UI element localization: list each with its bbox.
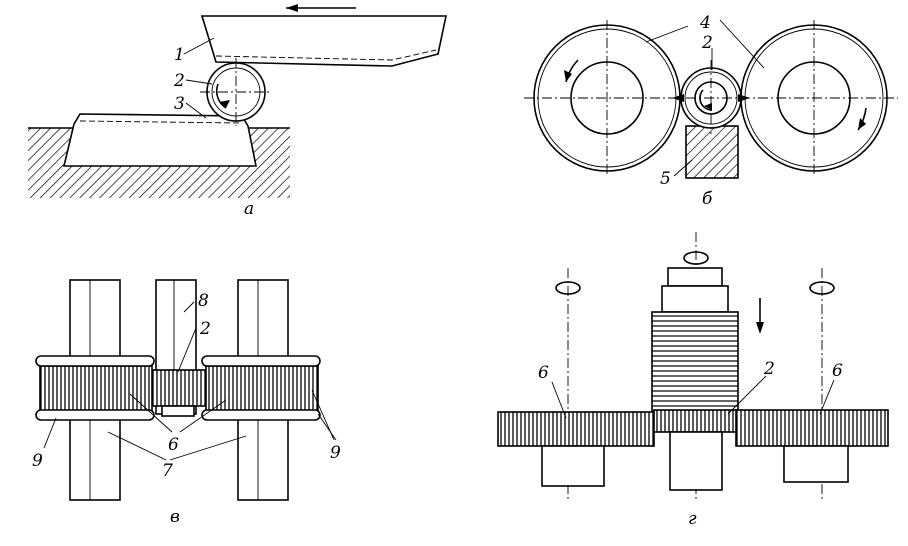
lower-rack [62,113,257,167]
callout-9-right: 9 [330,443,341,463]
right-roll-gear [205,365,319,413]
panel-a: 1 2 3 а [28,4,447,219]
left-flange-bottom [35,409,155,421]
right-flange-bottom [201,409,321,421]
left-flange-top [35,355,155,367]
callout-5: 5 [660,169,671,189]
left-roll-gear [39,365,153,413]
callout-8: 8 [198,291,209,311]
right-flange-top [201,355,321,367]
panel-a-caption: а [244,199,254,219]
callout-3: 3 [174,94,185,114]
callout-1: 1 [174,45,185,65]
callout-6: 6 [168,435,179,455]
workpiece-gear [149,369,207,407]
panel-v: 8 2 6 7 9 9 в [32,279,341,527]
callout-6-left: 6 [538,363,549,383]
panel-g-caption: г [688,509,697,529]
left-roll-gear [497,411,655,447]
upper-rack [200,15,447,67]
callout-7: 7 [162,461,173,481]
right-roll-gear [735,409,889,447]
panel-g: 6 2 6 г [497,232,889,529]
callout-2: 2 [173,71,185,91]
tool-stack [651,311,739,413]
rotation-arrow-icon [809,281,835,295]
panel-v-caption: в [170,507,180,527]
rotation-arrow-icon [555,281,581,295]
callout-6-right: 6 [832,361,843,381]
callout-2: 2 [763,359,775,379]
motion-arrow-icon [286,4,356,12]
callout-2: 2 [199,319,211,339]
workpiece-gear [653,409,737,433]
panel-b: 4 2 5 б [524,13,898,209]
panel-b-caption: б [702,189,713,209]
callout-4: 4 [699,13,711,33]
callout-2: 2 [701,33,713,53]
feed-arrow-icon [756,298,764,334]
callout-9-left: 9 [32,451,43,471]
rotation-arrow-icon [683,251,709,265]
support-block [685,125,739,179]
